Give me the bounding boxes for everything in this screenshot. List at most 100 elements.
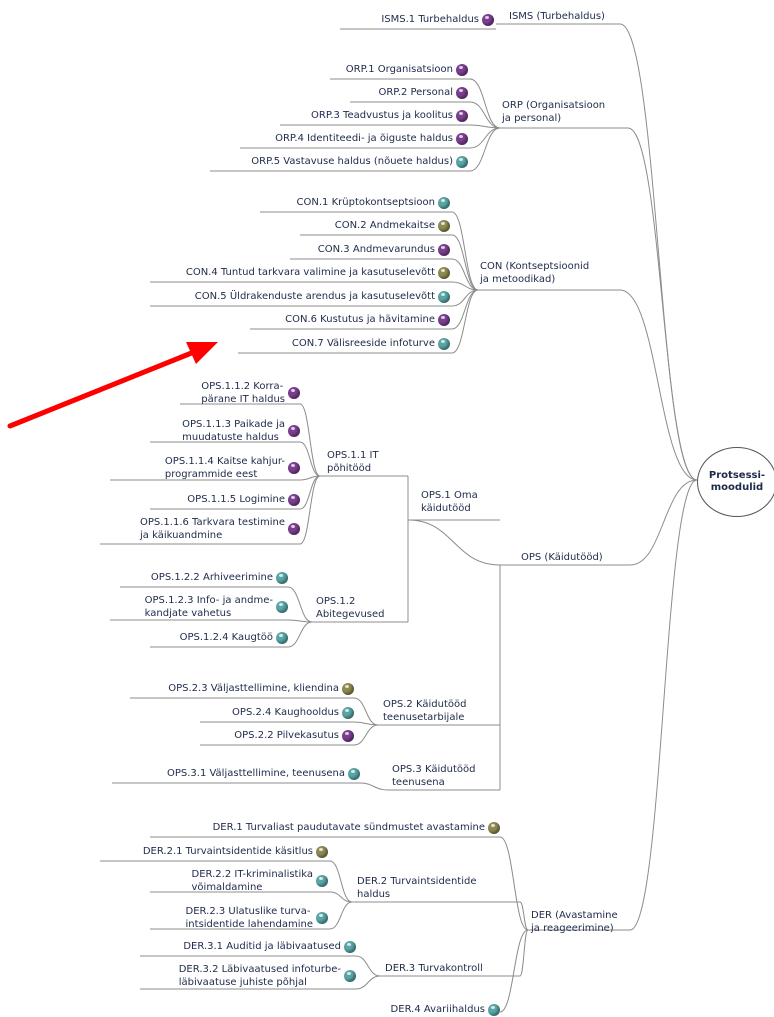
leaf-der4[interactable]: DER.4 Avariihaldus	[391, 1003, 500, 1017]
category-isms[interactable]: ISMS (Turbehaldus)	[509, 10, 605, 23]
category-der3[interactable]: DER.3 Turvakontroll	[385, 962, 483, 975]
leaf-der23[interactable]: DER.2.3 Ulatuslike turva- intsidentide l…	[186, 905, 328, 931]
connector-line	[499, 929, 529, 1013]
connector-line	[469, 78, 501, 129]
category-ops12[interactable]: OPS.1.2 Abitegevused	[316, 595, 385, 621]
leaf-con4[interactable]: CON.4 Tuntud tarkvara valimine ja kasutu…	[186, 266, 450, 280]
leaf-ops115[interactable]: OPS.1.1.5 Logimine	[187, 493, 300, 507]
connector-line	[499, 836, 529, 931]
module-icon	[288, 425, 300, 437]
leaf-label: OPS.2.2 Pilvekasutus	[234, 730, 339, 741]
leaf-con7[interactable]: CON.7 Välisreeside infoturve	[292, 337, 450, 351]
category-der2[interactable]: DER.2 Turvaintsidentide haldus	[357, 875, 476, 901]
category-ops2[interactable]: OPS.2 Käidutööd teenusetarbijale	[383, 698, 466, 724]
connector-line	[353, 724, 379, 746]
leaf-ops113[interactable]: OPS.1.1.3 Paikade ja muudatuste haldus	[182, 418, 300, 444]
leaf-con5[interactable]: CON.5 Üldrakenduste arendus ja kasutusel…	[195, 290, 450, 304]
category-orp[interactable]: ORP (Organisatsioon ja personal)	[502, 99, 605, 125]
connector-line	[329, 891, 353, 903]
category-label: ISMS (Turbehaldus)	[509, 11, 605, 22]
connector-line	[359, 782, 389, 791]
leaf-ops124[interactable]: OPS.1.2.4 Kaugtöö	[180, 631, 288, 645]
leaf-isms1[interactable]: ISMS.1 Turbehaldus	[381, 13, 494, 27]
leaf-der22[interactable]: DER.2.2 IT-kriminalistika võimaldamine	[191, 868, 328, 894]
leaf-label: ORP.1 Organisatsioon	[345, 64, 453, 75]
root-label: Protsessi- moodulid	[708, 470, 766, 493]
module-icon	[456, 109, 468, 122]
leaf-orp5[interactable]: ORP.5 Vastavuse haldus (nõuete haldus)	[251, 155, 468, 169]
category-label: CON (Kontseptsioonid ja metoodikad)	[480, 261, 590, 285]
module-icon	[288, 387, 300, 399]
leaf-orp2[interactable]: ORP.2 Personal	[378, 86, 468, 100]
category-ops3[interactable]: OPS.3 Käidutööd teenusena	[392, 763, 475, 789]
connector-line	[353, 697, 379, 726]
root-node[interactable]: Protsessi- moodulid	[697, 447, 774, 517]
leaf-ops23[interactable]: OPS.2.3 Väljasttellimine, kliendina	[168, 682, 354, 696]
category-ops1[interactable]: OPS.1 Oma käidutööd	[421, 489, 478, 515]
category-label: ORP (Organisatsioon ja personal)	[502, 100, 606, 124]
leaf-con1[interactable]: CON.1 Krüptokontseptsioon	[297, 196, 450, 210]
leaf-label: DER.2.2 IT-kriminalistika võimaldamine	[191, 869, 314, 893]
connector-line	[451, 281, 479, 291]
leaf-label: CON.4 Tuntud tarkvara valimine ja kasutu…	[185, 267, 435, 278]
leaf-ops112[interactable]: OPS.1.1.2 Korra- pärane IT haldus	[201, 380, 300, 406]
connector-line	[627, 127, 698, 481]
leaf-label: DER.2.3 Ulatuslike turva- intsidentide l…	[185, 906, 313, 930]
module-icon	[456, 63, 468, 76]
connector-line	[469, 101, 501, 129]
module-icon	[316, 912, 328, 924]
module-icon	[438, 243, 450, 256]
leaf-label: OPS.1.2.4 Kaugtöö	[179, 632, 273, 643]
module-icon	[288, 523, 300, 535]
leaf-der1[interactable]: DER.1 Turvaliast paudutavate sündmustet …	[213, 821, 500, 835]
module-icon	[276, 601, 288, 613]
leaf-der32[interactable]: DER.3.2 Läbivaatused infoturbe- läbivaat…	[179, 963, 356, 989]
connector-line	[329, 860, 353, 903]
arrow-head	[186, 342, 218, 364]
leaf-ops116[interactable]: OPS.1.1.6 Tarkvara testimine ja käikuand…	[140, 516, 300, 542]
leaf-con2[interactable]: CON.2 Andmekaitse	[335, 219, 450, 233]
category-ops[interactable]: OPS (Käidutööd)	[521, 551, 603, 564]
leaf-der31[interactable]: DER.3.1 Auditid ja läbivaatused	[183, 940, 356, 954]
module-icon	[342, 706, 354, 719]
leaf-con6[interactable]: CON.6 Kustutus ja hävitamine	[285, 313, 450, 327]
module-icon	[288, 493, 300, 506]
leaf-label: DER.1 Turvaliast paudutavate sündmustet …	[212, 822, 485, 833]
leaf-orp1[interactable]: ORP.1 Organisatsioon	[346, 63, 468, 77]
connector-line	[629, 479, 698, 931]
connector-line	[451, 258, 479, 291]
leaf-label: CON.1 Krüptokontseptsioon	[296, 197, 435, 208]
leaf-orp4[interactable]: ORP.4 Identiteedi- ja õiguste haldus	[275, 132, 468, 146]
leaf-ops123[interactable]: OPS.1.2.3 Info- ja andme- kandjate vahet…	[145, 594, 288, 620]
category-label: OPS.2 Käidutööd teenusetarbijale	[383, 699, 467, 723]
module-icon	[488, 1003, 500, 1016]
module-icon	[342, 682, 354, 695]
leaf-ops24[interactable]: OPS.2.4 Kaughooldus	[232, 706, 354, 720]
connector-line	[299, 475, 321, 545]
module-icon	[438, 219, 450, 232]
category-con[interactable]: CON (Kontseptsioonid ja metoodikad)	[480, 260, 589, 286]
leaf-label: CON.3 Andmevarundus	[317, 244, 435, 255]
leaf-ops22[interactable]: OPS.2.2 Pilvekasutus	[234, 729, 354, 743]
leaf-label: ORP.5 Vastavuse haldus (nõuete haldus)	[251, 156, 453, 167]
leaf-ops31[interactable]: OPS.3.1 Väljasttellimine, teenusena	[167, 767, 360, 781]
leaf-der21[interactable]: DER.2.1 Turvaintsidentide käsitlus	[143, 845, 328, 859]
module-icon	[316, 845, 328, 858]
connector-line	[451, 234, 479, 291]
connector-line	[519, 929, 529, 977]
leaf-ops122[interactable]: OPS.1.2.2 Arhiveerimine	[151, 571, 288, 585]
category-der[interactable]: DER (Avastamine ja reageerimine)	[531, 909, 618, 935]
category-label: OPS.1 Oma käidutööd	[421, 490, 478, 514]
module-icon	[348, 767, 360, 780]
module-icon	[488, 821, 500, 834]
leaf-label: DER.4 Avariihaldus	[390, 1004, 485, 1015]
connector-line	[299, 403, 321, 477]
leaf-orp3[interactable]: ORP.3 Teadvustus ja koolitus	[311, 109, 468, 123]
leaf-ops114[interactable]: OPS.1.1.4 Kaitse kahjur- programmide ees…	[165, 455, 300, 481]
leaf-con3[interactable]: CON.3 Andmevarundus	[318, 243, 450, 257]
leaf-label: ORP.2 Personal	[378, 87, 453, 98]
leaf-label: OPS.1.1.5 Logimine	[187, 494, 285, 505]
category-ops11[interactable]: OPS.1.1 IT põhitööd	[327, 449, 379, 475]
connector-line	[287, 621, 313, 648]
